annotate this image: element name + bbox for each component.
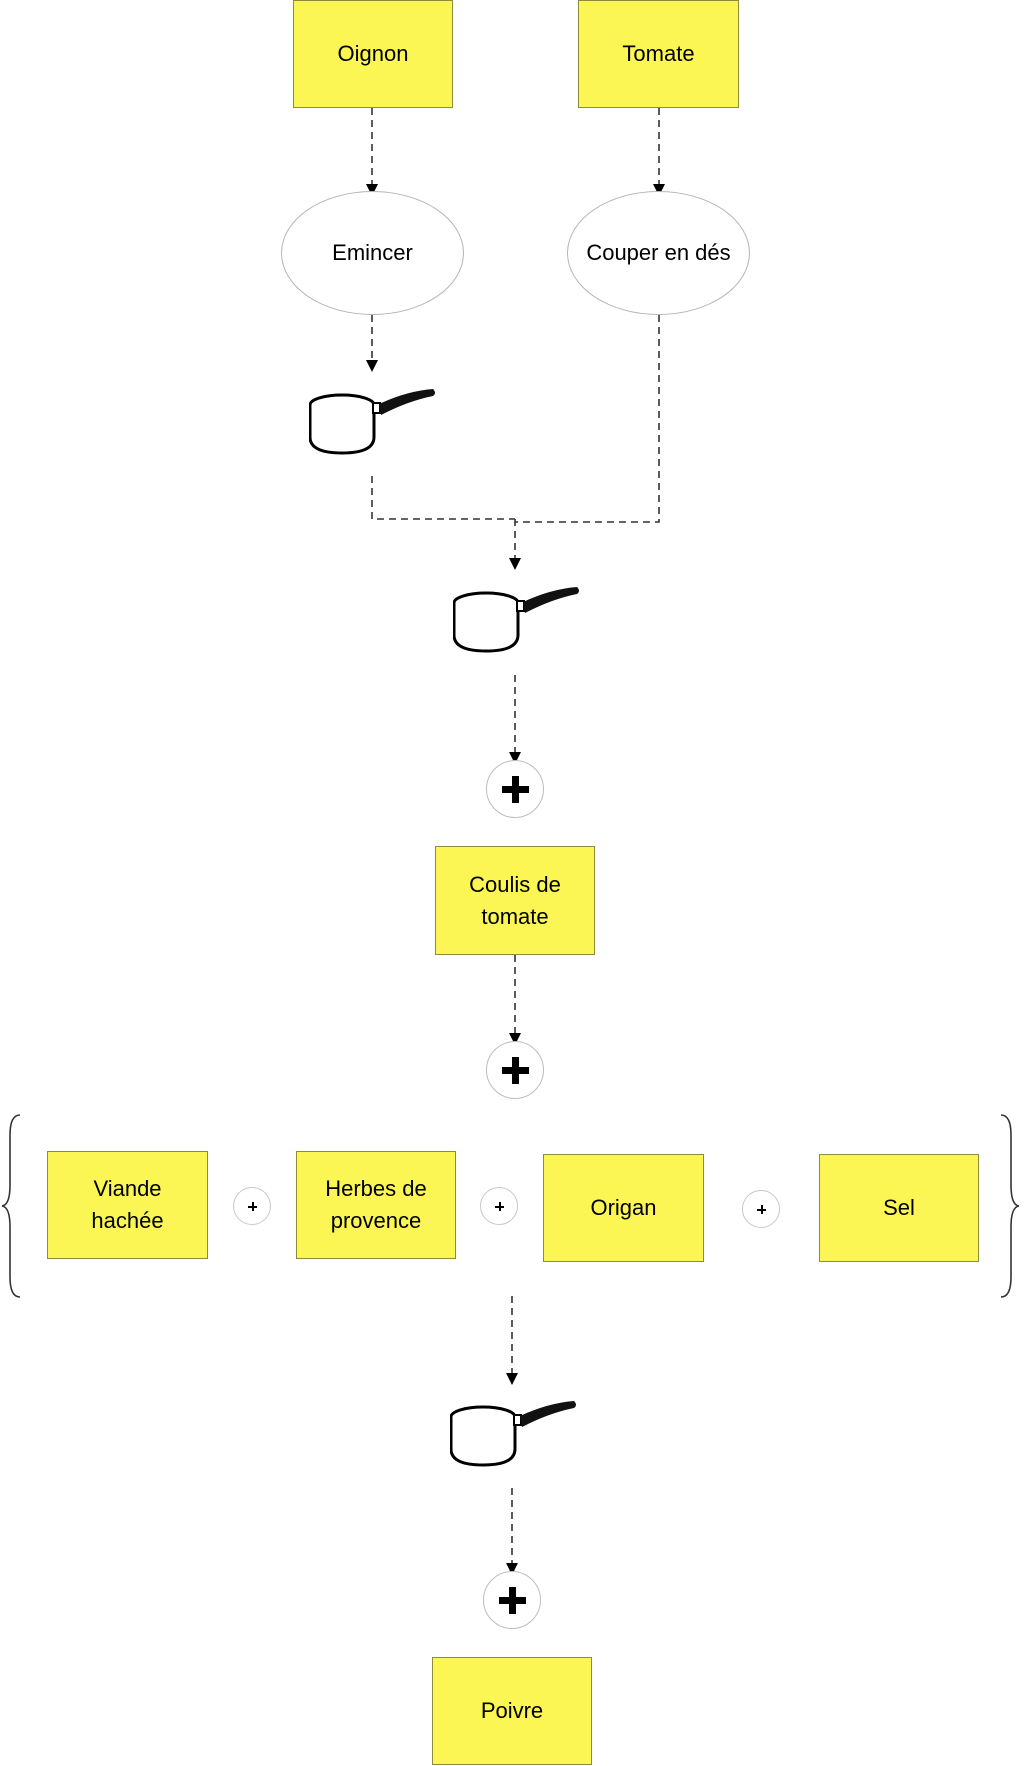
plus-icon (483, 1571, 541, 1629)
plus-small-icon (233, 1187, 271, 1225)
ingredient-herbes-de-provence: Herbes de provence (296, 1151, 456, 1259)
saucepan-icon (450, 1401, 576, 1467)
plus-small-icon (742, 1190, 780, 1228)
saucepan-icon (453, 587, 579, 653)
plus-icon (486, 760, 544, 818)
ingredient-poivre: Poivre (432, 1657, 592, 1765)
ingredient-origan: Origan (543, 1154, 704, 1262)
connector-pot-merge (371, 476, 515, 520)
connector-couper-merge (515, 315, 660, 523)
action-couper-en-des: Couper en dés (567, 191, 750, 315)
ingredient-sel: Sel (819, 1154, 979, 1262)
ingredient-coulis-de-tomate: Coulis de tomate (435, 846, 595, 955)
ingredient-oignon: Oignon (293, 0, 453, 108)
plus-icon (486, 1041, 544, 1099)
right-brace (1000, 1114, 1020, 1298)
ingredient-viande-hachee: Viande hachée (47, 1151, 208, 1259)
ingredient-tomate: Tomate (578, 0, 739, 108)
action-emincer: Emincer (281, 191, 464, 315)
left-brace (1, 1114, 21, 1298)
plus-small-icon (480, 1187, 518, 1225)
saucepan-icon (309, 389, 435, 455)
